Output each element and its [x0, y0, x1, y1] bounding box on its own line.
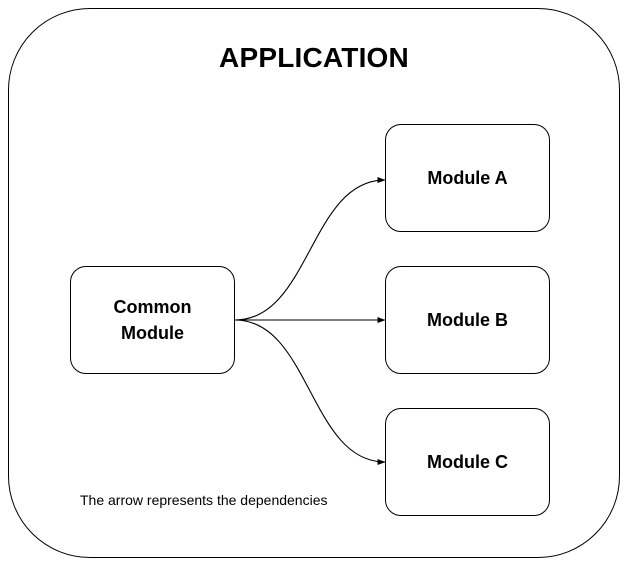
diagram-title: APPLICATION — [219, 42, 409, 73]
common-module-node: Common Module — [70, 266, 235, 374]
legend-note: The arrow represents the dependencies — [80, 492, 328, 508]
module-c-node: Module C — [385, 408, 550, 516]
module-b-node: Module B — [385, 266, 550, 374]
module-a-node: Module A — [385, 124, 550, 232]
